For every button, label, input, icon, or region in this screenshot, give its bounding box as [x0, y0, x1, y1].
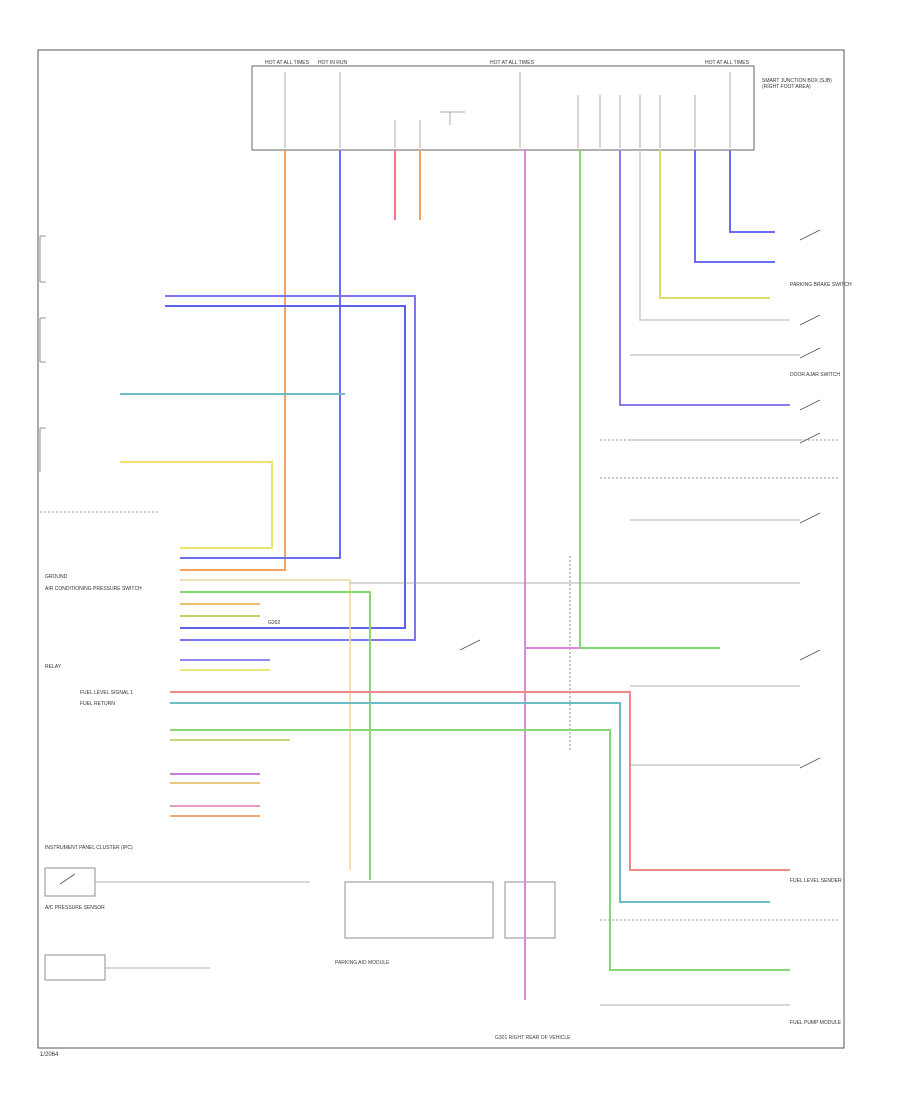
smart-junction-box	[251, 65, 755, 151]
wire-violet-right	[619, 150, 790, 406]
wire-fuel-teal	[170, 702, 770, 903]
diagram-border	[37, 49, 845, 1049]
wire-yellow	[120, 461, 273, 549]
wire-blue-main	[180, 150, 341, 559]
fuel-sender-label: FUEL LEVEL SENDER	[790, 878, 842, 884]
wire-orange	[180, 150, 286, 571]
left-connectors	[39, 235, 840, 981]
fuse-header-2: HOT IN RUN	[318, 60, 348, 66]
fuse-header-4: HOT AT ALL TIMES	[705, 60, 749, 66]
module-label: PARKING AID MODULE	[335, 960, 390, 966]
fuel-level-label: FUEL LEVEL SIGNAL 1	[80, 690, 134, 696]
diagram-code: 1/2064	[40, 1052, 59, 1058]
wire-tan	[180, 579, 351, 870]
fuse-header-3: HOT AT ALL TIMES	[490, 60, 534, 66]
parking-brake-label: PARKING BRAKE SWITCH	[790, 282, 852, 288]
sjb-label: SMART JUNCTION BOX (SJB) (RIGHT FOOT ARE…	[762, 78, 832, 90]
wire-blue-bundle-1	[165, 295, 416, 641]
fuel-return-label: FUEL RETURN	[80, 701, 115, 707]
relay-label: RELAY	[45, 664, 62, 670]
wire-fuel-red	[170, 691, 790, 871]
wire-blue-right-1	[694, 150, 775, 263]
wire-green-right	[579, 150, 720, 649]
ac-pressure-label: AIR CONDITIONING PRESSURE SWITCH	[45, 586, 142, 592]
switches	[59, 229, 821, 885]
fuse-header-1: HOT AT ALL TIMES	[265, 60, 309, 66]
door-ajar-label: DOOR AJAR SWITCH	[790, 372, 841, 378]
wire-fuel-green	[170, 729, 790, 971]
ground-bottom-label: G301 RIGHT REAR OF VEHICLE	[495, 1035, 571, 1041]
ipc-label: INSTRUMENT PANEL CLUSTER (IPC)	[45, 845, 133, 851]
fuel-pump-label: FUEL PUMP MODULE	[790, 1020, 842, 1026]
ac-sensor-label: A/C PRESSURE SENSOR	[45, 905, 105, 911]
fuse-box-internals	[284, 72, 731, 148]
wire-olive-right	[659, 150, 770, 299]
ground-connector-label: GROUND	[45, 574, 68, 580]
wire-blue-right-2	[729, 150, 775, 233]
wire-blue-bundle-2	[165, 305, 406, 629]
wire-gray-right	[639, 150, 790, 321]
wire-green-mid	[180, 591, 371, 880]
ground-point-label: G202	[268, 620, 281, 626]
